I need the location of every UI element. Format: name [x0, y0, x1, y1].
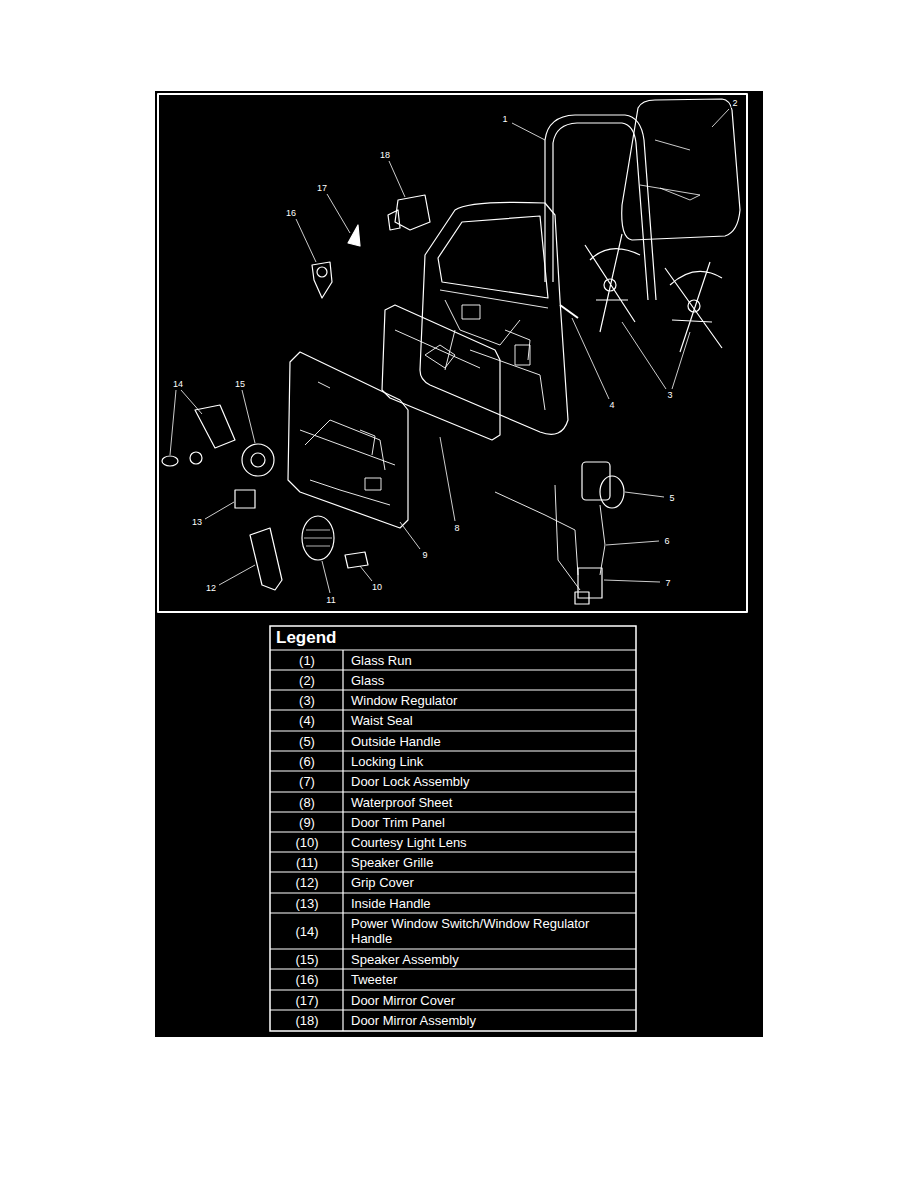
table-cell: (1) — [271, 650, 343, 670]
table-cell: Locking Link — [351, 751, 631, 771]
speaker-assembly — [242, 444, 274, 476]
glass — [622, 99, 740, 240]
leader-lines — [170, 109, 729, 593]
courtesy-light-lens — [345, 552, 368, 568]
table-cell: Grip Cover — [351, 872, 631, 893]
table-cell: Door Lock Assembly — [351, 771, 631, 792]
door-panel — [420, 202, 568, 434]
power-window-switch — [195, 405, 235, 448]
table-cell: Door Mirror Assembly — [351, 1010, 631, 1031]
door-mirror-cover — [348, 225, 360, 246]
table-cell: (18) — [271, 1010, 343, 1031]
table-cell: Glass Run — [351, 650, 631, 670]
table-cell: (17) — [271, 990, 343, 1010]
waist-seal — [560, 305, 578, 318]
table-cell: Power Window Switch/Window Regulator Han… — [351, 913, 631, 949]
table-cell: (15) — [271, 949, 343, 969]
table-cell: Inside Handle — [351, 893, 631, 913]
table-cell: Waist Seal — [351, 710, 631, 731]
table-cell: (14) — [271, 913, 343, 949]
grip-cover — [250, 528, 282, 590]
table-cell: (10) — [271, 832, 343, 852]
table-cell: Tweeter — [351, 969, 631, 990]
legend-table — [270, 626, 636, 1031]
waterproof-sheet — [395, 330, 480, 368]
table-cell: Glass — [351, 670, 631, 690]
speaker-grille — [302, 516, 334, 560]
callout-number: 7 — [664, 578, 671, 588]
table-cell: Speaker Assembly — [351, 949, 631, 969]
table-cell: Door Mirror Cover — [351, 990, 631, 1010]
table-cell: (4) — [271, 710, 343, 731]
table-cell: (6) — [271, 751, 343, 771]
window-regulator — [665, 262, 722, 352]
door-trim-panel — [288, 352, 408, 528]
table-cell: (8) — [271, 792, 343, 812]
legend-heading: Legend — [276, 626, 336, 650]
door-panel — [462, 305, 480, 319]
table-cell: (16) — [271, 969, 343, 990]
glass — [660, 188, 700, 200]
callout-number: 15 — [234, 379, 246, 389]
table-cell: Door Trim Panel — [351, 812, 631, 832]
illustration-frame — [158, 94, 747, 612]
window-regulator — [688, 300, 700, 312]
locking-link — [495, 485, 605, 590]
outside-handle — [600, 476, 624, 508]
table-cell: Outside Handle — [351, 731, 631, 751]
regulator-handle — [162, 456, 178, 466]
table-cell: Courtesy Light Lens — [351, 832, 631, 852]
outside-handle — [582, 462, 610, 500]
inside-handle — [235, 490, 255, 508]
tweeter — [317, 267, 327, 277]
callout-number: 8 — [453, 523, 460, 533]
door-lock-assembly — [575, 592, 589, 604]
window-regulator — [585, 234, 640, 332]
black-ground — [155, 91, 763, 1037]
door-trim-panel — [365, 478, 381, 490]
door-panel — [515, 345, 530, 365]
callout-number: 4 — [608, 400, 615, 410]
speaker-grille — [304, 530, 332, 546]
callout-number: 14 — [172, 379, 184, 389]
door-mirror-assembly — [388, 195, 430, 230]
callout-number: 11 — [325, 595, 336, 605]
table-cell: (9) — [271, 812, 343, 832]
callout-number: 1 — [501, 114, 508, 124]
waterproof-sheet — [382, 305, 500, 440]
callout-number: 17 — [316, 183, 328, 193]
table-cell: (12) — [271, 872, 343, 893]
table-cell: (3) — [271, 690, 343, 710]
table-cell: Speaker Grille — [351, 852, 631, 872]
callout-number: 6 — [663, 536, 670, 546]
table-cell: (7) — [271, 771, 343, 792]
callout-number: 18 — [379, 150, 391, 160]
table-cell: (5) — [271, 731, 343, 751]
table-cell: (13) — [271, 893, 343, 913]
table-cell: (2) — [271, 670, 343, 690]
callout-number: 16 — [285, 208, 297, 218]
speaker-assembly — [251, 453, 265, 467]
door-trim-panel — [300, 382, 395, 505]
glass — [640, 140, 700, 195]
glass-run — [553, 123, 648, 300]
glass-run — [545, 115, 656, 300]
window-regulator — [604, 279, 616, 291]
callout-number: 13 — [191, 517, 203, 527]
callout-number: 12 — [205, 583, 217, 593]
door-lock-assembly — [578, 568, 602, 598]
callout-number: 5 — [668, 493, 675, 503]
callout-number: 2 — [731, 98, 738, 108]
callout-number: 3 — [666, 390, 673, 400]
table-cell: Window Regulator — [351, 690, 631, 710]
door-panel — [438, 216, 548, 298]
callout-number: 10 — [371, 582, 383, 592]
table-cell: Waterproof Sheet — [351, 792, 631, 812]
tweeter — [312, 262, 332, 298]
regulator-handle — [190, 452, 202, 464]
table-cell: (11) — [271, 852, 343, 872]
callout-number: 9 — [421, 550, 428, 560]
